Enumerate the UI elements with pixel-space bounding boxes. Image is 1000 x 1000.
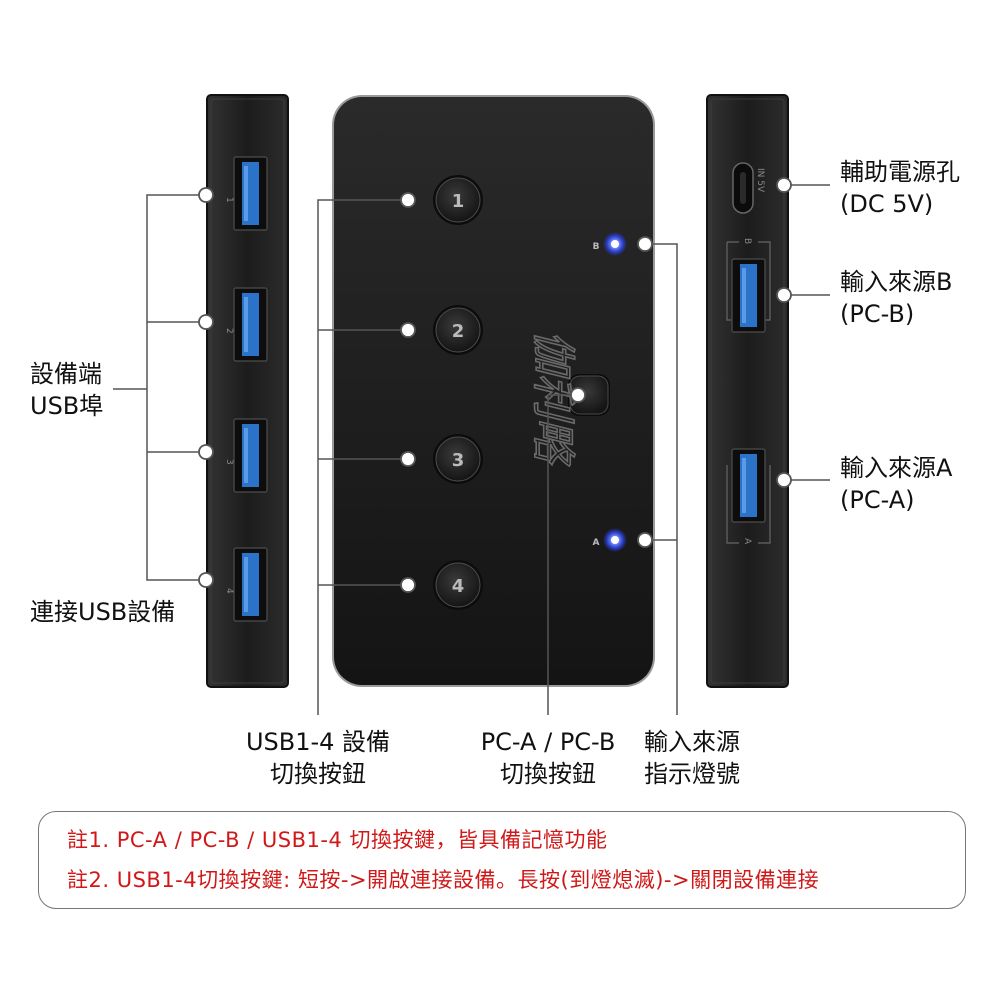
left-usb-port-1 bbox=[233, 156, 268, 231]
left-usb-port-2 bbox=[233, 287, 268, 362]
label-indicator-line1: 輸入來源 bbox=[644, 728, 740, 756]
left-port-number-2: 2 bbox=[224, 328, 234, 334]
note-1: 註1. PC-A / PC-B / USB1-4 切換按鍵，皆具備記憶功能 bbox=[67, 828, 608, 852]
label-usb-switch: USB1-4 設備 切換按鈕 bbox=[228, 726, 408, 790]
label-pc-switch-line1: PC-A / PC-B bbox=[480, 728, 616, 756]
led-b: B bbox=[593, 232, 627, 256]
brand-mark: 伽利略 bbox=[527, 330, 578, 467]
label-input-a-line1: 輸入來源A bbox=[840, 454, 953, 482]
left-usb-port-4 bbox=[233, 547, 268, 622]
top-view: 1 2 3 4 伽利略 B bbox=[332, 95, 655, 687]
label-device-ports: 設備端 USB埠 bbox=[30, 358, 103, 422]
left-port-number-1: 1 bbox=[224, 197, 234, 203]
led-a: A bbox=[593, 528, 627, 552]
label-aux-power: 輔助電源孔 (DC 5V) bbox=[840, 156, 960, 220]
left-port-number-3: 3 bbox=[224, 459, 234, 465]
label-input-b: 輸入來源B (PC-B) bbox=[840, 266, 952, 330]
label-indicator: 輸入來源 指示燈號 bbox=[628, 726, 756, 790]
label-input-a-line2: (PC-A) bbox=[840, 486, 915, 514]
note-2: 註2. USB1-4切換按鍵: 短按->開啟連接設備。長按(到燈熄滅)->關閉設… bbox=[67, 868, 820, 892]
usb-button-1[interactable]: 1 bbox=[433, 175, 483, 225]
right-port-a-label: A bbox=[742, 538, 752, 545]
label-aux-power-line2: (DC 5V) bbox=[840, 190, 934, 218]
label-pc-switch: PC-A / PC-B 切換按鈕 bbox=[468, 726, 628, 790]
label-input-b-line1: 輸入來源B bbox=[840, 268, 953, 296]
pc-switch-button[interactable] bbox=[568, 374, 610, 416]
label-device-ports-line2: USB埠 bbox=[30, 392, 104, 420]
usb-button-2-label: 2 bbox=[452, 321, 465, 342]
leader-lines bbox=[113, 184, 830, 715]
label-input-a: 輸入來源A (PC-A) bbox=[840, 452, 952, 516]
leader-dots bbox=[198, 177, 792, 593]
left-usb-port-3 bbox=[233, 418, 268, 493]
notes-box: 註1. PC-A / PC-B / USB1-4 切換按鍵，皆具備記憶功能 註2… bbox=[38, 811, 966, 909]
right-side-view: IN 5V B A bbox=[706, 94, 789, 688]
label-usb-switch-line2: 切換按鈕 bbox=[270, 760, 366, 788]
label-input-b-line2: (PC-B) bbox=[840, 300, 915, 328]
left-side-view: 1 2 3 4 bbox=[206, 94, 289, 688]
label-device-ports-line1: 設備端 bbox=[30, 360, 102, 388]
left-port-number-4: 4 bbox=[224, 588, 234, 594]
label-connect-devices: 連接USB設備 bbox=[30, 598, 176, 626]
usb-button-3-label: 3 bbox=[452, 450, 465, 471]
label-pc-switch-line2: 切換按鈕 bbox=[500, 760, 596, 788]
power-port-label: IN 5V bbox=[755, 168, 765, 193]
right-usb-port-b: B bbox=[726, 238, 771, 333]
led-b-label: B bbox=[593, 242, 600, 252]
usb-button-1-label: 1 bbox=[452, 191, 465, 212]
label-indicator-line2: 指示燈號 bbox=[644, 760, 740, 788]
label-usb-switch-line1: USB1-4 設備 bbox=[245, 728, 391, 756]
usb-button-2[interactable]: 2 bbox=[433, 305, 483, 355]
usb-button-4-label: 4 bbox=[452, 576, 465, 597]
usb-button-4[interactable]: 4 bbox=[433, 560, 483, 610]
right-port-b-label: B bbox=[742, 238, 752, 244]
usb-button-3[interactable]: 3 bbox=[433, 434, 483, 484]
label-aux-power-line1: 輔助電源孔 bbox=[840, 158, 960, 186]
led-a-label: A bbox=[593, 538, 600, 548]
power-port: IN 5V bbox=[732, 162, 765, 214]
right-usb-port-a: A bbox=[726, 448, 771, 545]
